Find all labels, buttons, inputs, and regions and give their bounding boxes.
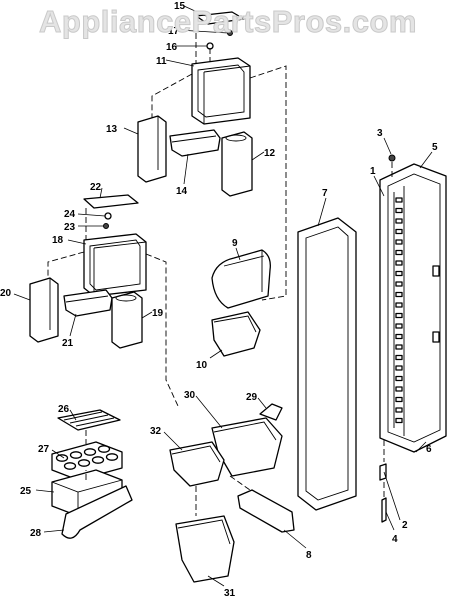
ice-cube-cup <box>97 445 111 453</box>
door-shelf-ribs <box>395 197 403 424</box>
door-gasket <box>297 217 357 511</box>
door-rib <box>395 228 403 235</box>
ice-cube-cup <box>105 453 119 461</box>
callout-labels: 15 17 16 11 13 14 12 22 24 23 18 20 21 1… <box>0 1 438 599</box>
door-rib <box>395 323 403 329</box>
callout-18: 18 <box>52 235 64 246</box>
callout-23: 23 <box>64 222 76 233</box>
door-rib <box>395 260 403 266</box>
callout-2: 2 <box>402 520 408 531</box>
callout-21: 21 <box>62 338 74 349</box>
callout-19: 19 <box>152 308 164 319</box>
callout-30: 30 <box>184 390 196 401</box>
ice-cube-cups <box>55 445 119 470</box>
callout-28: 28 <box>30 528 42 539</box>
callout-10: 10 <box>196 360 208 371</box>
door-rib <box>395 417 403 424</box>
ice-cube-cup <box>91 456 105 464</box>
callout-4: 4 <box>392 534 398 545</box>
ice-bucket-assembly <box>51 409 133 539</box>
leader-lines <box>13 5 433 587</box>
callout-8: 8 <box>306 550 312 561</box>
door-rib <box>395 218 403 224</box>
callout-1: 1 <box>370 166 376 177</box>
callout-5: 5 <box>432 142 438 153</box>
door-rib <box>395 207 403 214</box>
callout-32: 32 <box>150 426 162 437</box>
ice-cube-cup <box>77 459 91 467</box>
door-rib <box>395 344 403 350</box>
callout-13: 13 <box>106 124 118 135</box>
callout-22: 22 <box>90 182 102 193</box>
door-liner <box>379 163 447 453</box>
callout-6: 6 <box>426 444 432 455</box>
door-rib <box>395 407 403 413</box>
callout-29: 29 <box>246 392 258 403</box>
callout-12: 12 <box>264 148 276 159</box>
ice-cube-cup <box>83 448 97 456</box>
ice-cube-cup <box>55 454 69 462</box>
callout-20: 20 <box>0 288 12 299</box>
door-rib <box>395 354 403 361</box>
door-rib <box>395 312 403 319</box>
middle-dispenser-assembly <box>29 194 179 407</box>
door-bins-9-10 <box>211 249 271 357</box>
upper-dispenser-assembly <box>137 11 287 301</box>
callout-16: 16 <box>166 42 178 53</box>
callout-24: 24 <box>64 209 76 220</box>
callout-27: 27 <box>38 444 50 455</box>
callout-14: 14 <box>176 186 188 197</box>
callout-3: 3 <box>377 128 383 139</box>
door-rib <box>395 197 403 203</box>
callout-9: 9 <box>232 238 238 249</box>
callout-26: 26 <box>58 404 70 415</box>
callout-7: 7 <box>322 188 328 199</box>
door-rib <box>395 281 403 287</box>
door-rib <box>395 396 403 403</box>
door-rib <box>395 249 403 256</box>
callout-17: 17 <box>168 26 180 37</box>
callout-31: 31 <box>224 588 236 599</box>
callout-15: 15 <box>174 1 186 12</box>
door-rib <box>395 386 403 392</box>
callout-25: 25 <box>20 486 32 497</box>
lower-bins <box>169 403 295 583</box>
hinge-parts <box>379 154 396 523</box>
ice-cube-cup <box>69 451 83 459</box>
ice-cube-cup <box>63 462 77 470</box>
door-rib <box>395 375 403 382</box>
door-rib <box>395 365 403 371</box>
door-rib <box>395 291 403 298</box>
callout-11: 11 <box>156 56 167 67</box>
door-rib <box>395 239 403 245</box>
door-rib <box>395 270 403 277</box>
door-rib <box>395 302 403 308</box>
door-rib <box>395 333 403 340</box>
